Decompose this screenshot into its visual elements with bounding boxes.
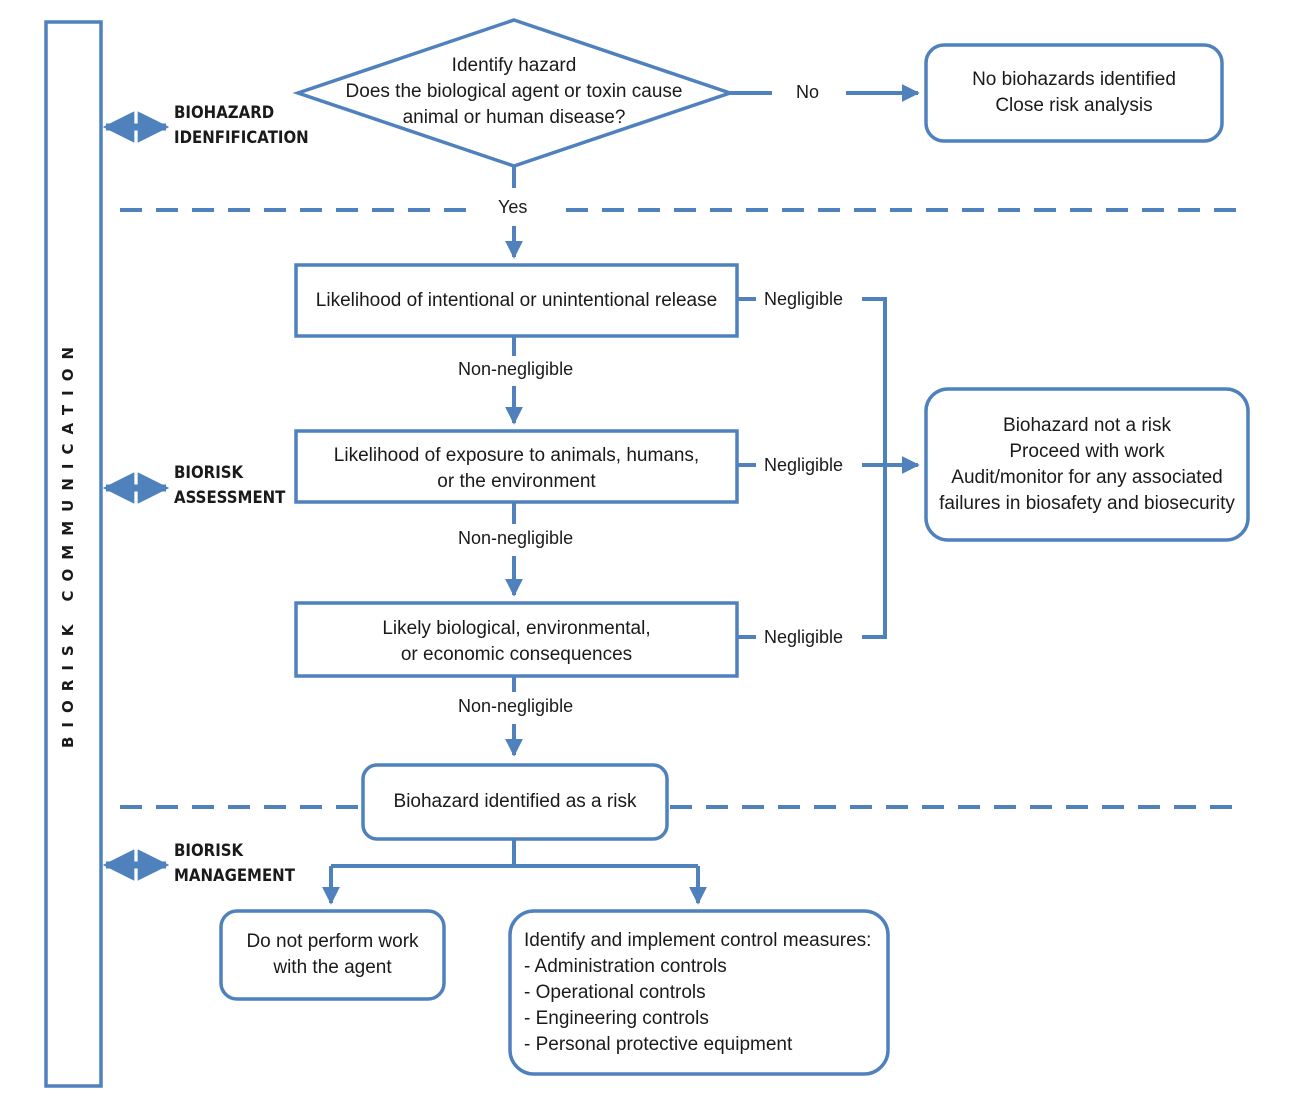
decision-text: Identify hazard Does the biological agen… <box>330 53 698 131</box>
decision-line: Does the biological agent or toxin cause <box>345 81 683 102</box>
controls-item: - Administration controls <box>524 956 727 977</box>
no-biohazard-line: No biohazards identified <box>972 69 1176 90</box>
controls-title: Identify and implement control measures: <box>524 930 872 951</box>
stage-label-line: ASSESSMENT <box>174 488 286 508</box>
not-risk-text: Biohazard not a risk Proceed with work A… <box>926 413 1248 517</box>
no-work-box <box>219 909 446 1001</box>
not-risk-line: Biohazard not a risk <box>1003 415 1171 436</box>
controls-text: Identify and implement control measures:… <box>524 928 884 1058</box>
risk-box-text: Biohazard identified as a risk <box>393 791 637 812</box>
step-text-release: Likelihood of intentional or unintention… <box>296 288 737 314</box>
non-negligible-label: Non-negligible <box>452 359 580 380</box>
stage-label-identification: BIOHAZARD IDENFIFICATION <box>174 101 309 151</box>
communication-bar <box>44 20 103 1088</box>
not-risk-box <box>924 387 1250 542</box>
non-negligible-label: Non-negligible <box>452 528 580 549</box>
negligible-label: Negligible <box>758 627 850 648</box>
no-work-line: with the agent <box>273 957 392 978</box>
stage-label-management: BIORISK MANAGEMENT <box>174 839 295 889</box>
no-biohazard-text: No biohazards identified Close risk anal… <box>926 67 1222 119</box>
no-work-line: Do not perform work <box>246 931 419 952</box>
communication-title: BIORISK COMMUNICATION <box>59 337 77 748</box>
decision-line: Identify hazard <box>451 55 577 76</box>
step-text-exposure: Likelihood of exposure to animals, human… <box>296 443 737 495</box>
controls-box <box>508 909 890 1076</box>
step-text-consequences: Likely biological, environmental, or eco… <box>296 616 737 668</box>
no-biohazard-line: Close risk analysis <box>995 95 1153 116</box>
decision-line: animal or human disease? <box>402 107 626 128</box>
step-line: or the environment <box>437 471 596 492</box>
step-line: Likelihood of intentional or unintention… <box>315 290 718 311</box>
step-line: Likely biological, environmental, <box>382 618 651 639</box>
not-risk-line: Audit/monitor for any associated <box>951 467 1223 488</box>
stage-label-line: BIOHAZARD <box>174 103 275 123</box>
no-biohazard-box <box>924 43 1224 143</box>
stage-label-line: BIORISK <box>174 463 244 483</box>
negligible-bracket <box>862 297 887 639</box>
controls-item: - Engineering controls <box>524 1008 709 1029</box>
no-label: No <box>790 82 826 103</box>
no-work-text: Do not perform work with the agent <box>221 929 444 981</box>
step-line: Likelihood of exposure to animals, human… <box>333 445 700 466</box>
negligible-label: Negligible <box>758 289 850 310</box>
stage-label-line: MANAGEMENT <box>174 866 295 886</box>
non-negligible-label: Non-negligible <box>452 696 580 717</box>
stage-label-line: IDENFIFICATION <box>174 128 309 148</box>
step-line: or economic consequences <box>400 644 633 665</box>
not-risk-line: failures in biosafety and biosecurity <box>939 493 1235 514</box>
controls-item: - Personal protective equipment <box>524 1034 793 1055</box>
not-risk-line: Proceed with work <box>1009 441 1165 462</box>
step-box-consequences <box>294 601 739 678</box>
stage-label-line: BIORISK <box>174 841 244 861</box>
stage-label-assessment: BIORISK ASSESSMENT <box>174 461 285 511</box>
yes-label: Yes <box>492 197 534 218</box>
step-box-exposure <box>294 429 739 504</box>
negligible-label: Negligible <box>758 455 850 476</box>
controls-item: - Operational controls <box>524 982 706 1003</box>
